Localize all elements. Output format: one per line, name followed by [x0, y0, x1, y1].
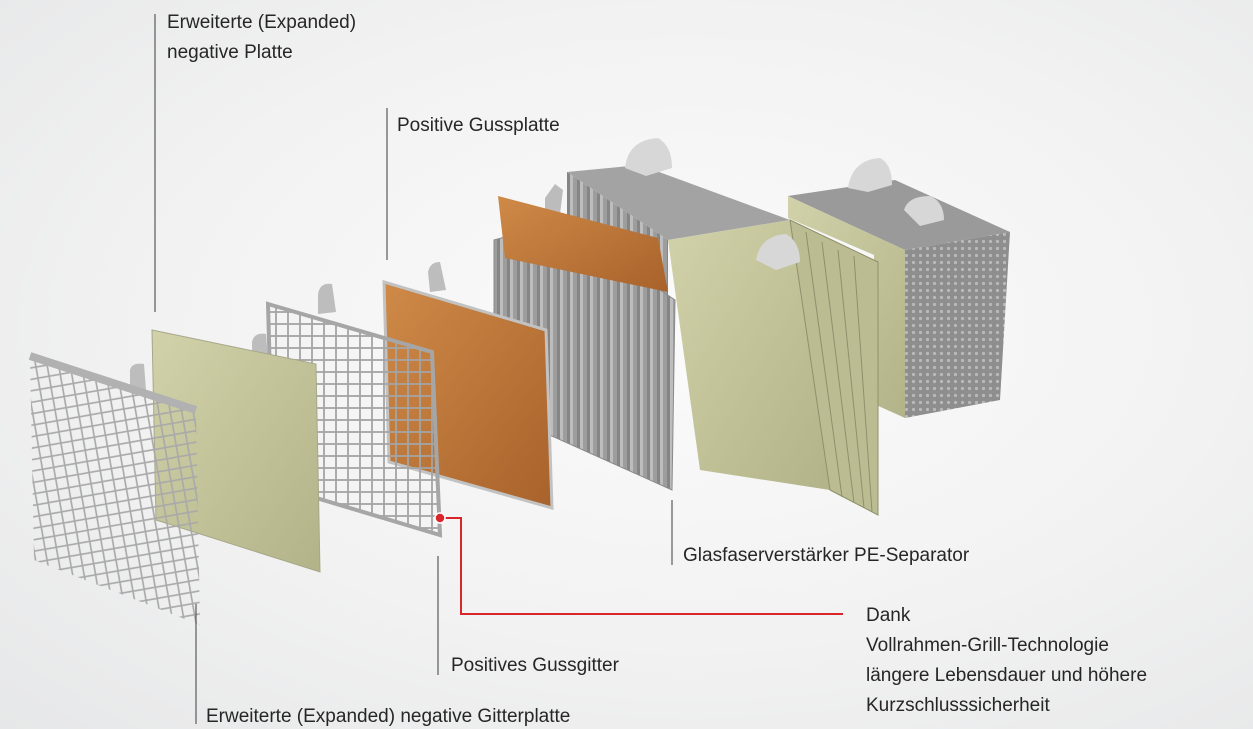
expanded-negative-grid: [28, 352, 200, 625]
label-positive-cast-grid: Positives Gussgitter: [451, 655, 619, 676]
front-block-top: [567, 165, 790, 240]
benefit-callout-dot: [434, 512, 446, 524]
label-separator: Glasfaserverstärker PE-Separator: [683, 545, 970, 566]
label-benefit-line1: Dank: [866, 605, 911, 626]
benefit-callout-line: [440, 517, 843, 615]
label-expanded-negative-plate-line2: negative Platte: [167, 42, 293, 63]
positive-plate-rear: [498, 196, 668, 292]
front-terminal-lug: [625, 138, 800, 270]
rear-block-top: [788, 180, 1010, 250]
label-benefit-line2: Vollrahmen-Grill-Technologie: [866, 635, 1109, 656]
leader-lines: [154, 14, 673, 724]
label-positive-cast-plate: Positive Gussplatte: [397, 115, 560, 136]
front-block-plate-face: [668, 220, 830, 490]
cell-block-rear: [788, 158, 1010, 418]
rear-terminal-lug: [848, 158, 944, 226]
front-block-plate-stack: [789, 219, 879, 516]
label-benefit-line4: Kurzschlusssicherheit: [866, 695, 1050, 716]
label-benefit-line3: längere Lebensdauer und höhere: [866, 665, 1148, 686]
rear-block-side: [905, 232, 1010, 418]
label-expanded-negative-grid-plate: Erweiterte (Expanded) negative Gitterpla…: [206, 706, 571, 727]
label-expanded-negative-plate-line1: Erweiterte (Expanded): [167, 12, 357, 33]
front-block-stack-lines: [805, 231, 873, 513]
